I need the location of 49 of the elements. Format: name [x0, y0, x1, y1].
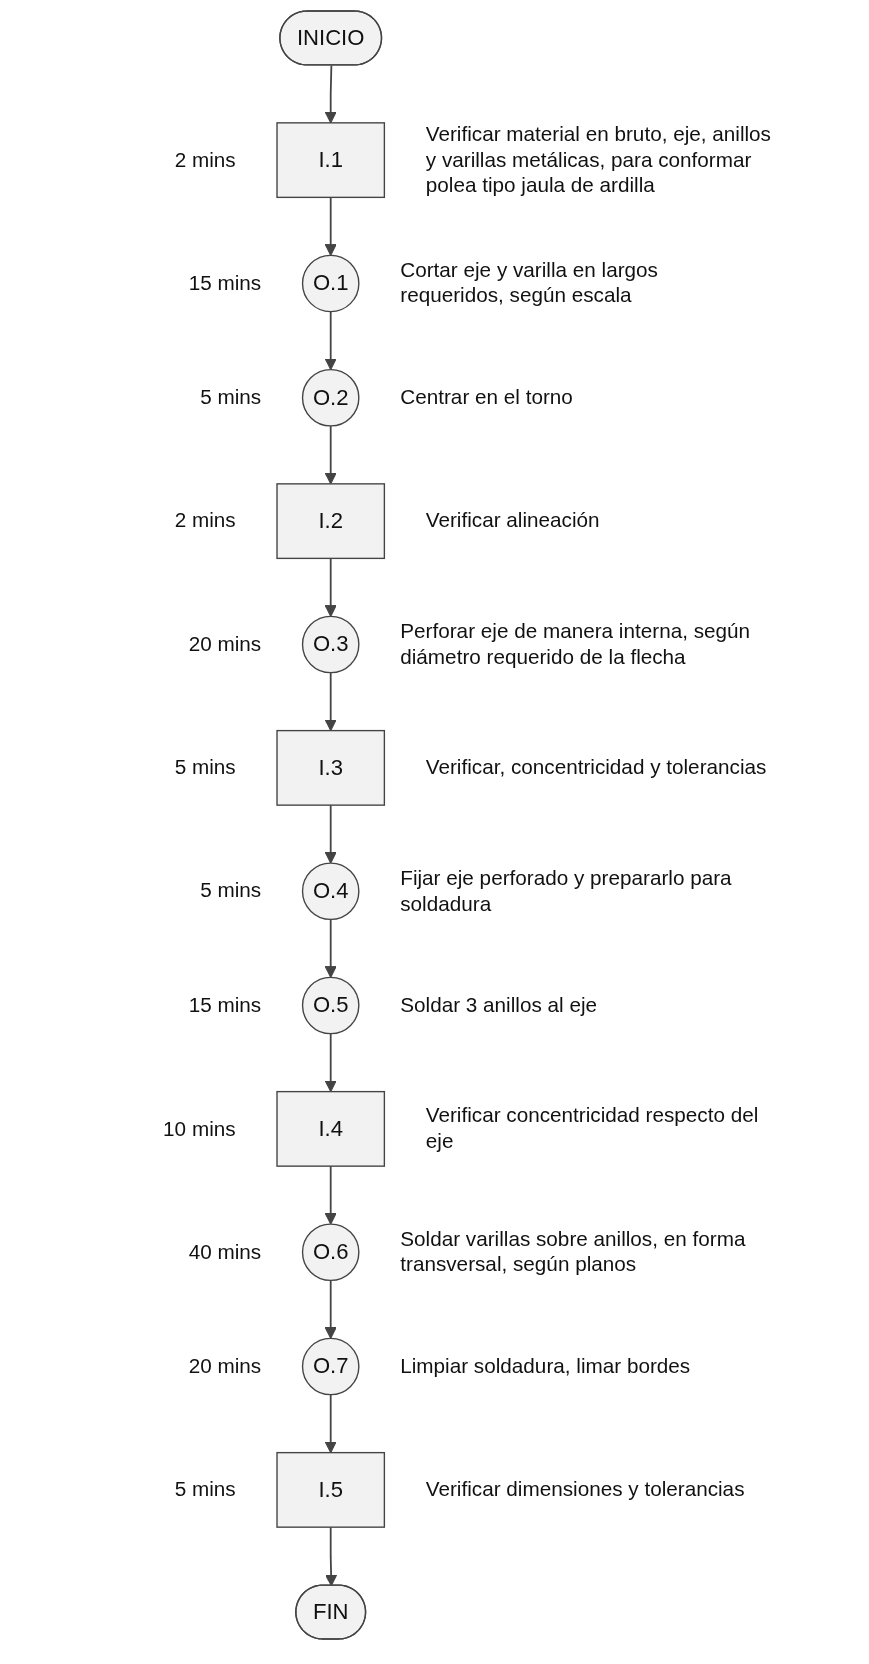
- duration-label: 10 mins: [163, 1115, 236, 1142]
- node-circle: O.5: [302, 976, 360, 1035]
- step-description: Verificar alineación: [426, 508, 600, 534]
- step-description: Limpiar soldadura, limar bordes: [400, 1353, 691, 1380]
- arrow: [324, 196, 338, 256]
- arrow: [324, 671, 338, 732]
- node-box: I.3: [276, 729, 386, 806]
- arrow: [324, 1032, 338, 1093]
- node-box: I.1: [276, 122, 386, 199]
- duration-label: 20 mins: [188, 631, 262, 657]
- duration-label: 5 mins: [174, 1476, 236, 1503]
- arrow: [324, 1279, 338, 1339]
- duration-label: 40 mins: [188, 1239, 262, 1265]
- step-description: Verificar material en bruto, eje, anillos y varillas metálicas, para conformar polea tipo jaula de ardilla: [426, 121, 773, 199]
- duration-label: 2 mins: [174, 147, 236, 173]
- duration-label: 15 mins: [188, 270, 262, 296]
- arrow: [324, 918, 338, 978]
- node-circle: O.7: [302, 1337, 360, 1396]
- step-description: Soldar varillas sobre anillos, en forma transversal, según planos: [400, 1226, 747, 1278]
- step-description: Fijar eje perforado y prepararlo para soldadura: [400, 865, 733, 917]
- node-circle: O.3: [302, 615, 360, 674]
- arrow: [324, 557, 338, 617]
- arrow: [325, 1526, 338, 1587]
- node-circle: O.6: [302, 1223, 360, 1282]
- step-description: Perforar eje de manera interna, según diámetro requerido de la flecha: [400, 618, 752, 670]
- step-description: Soldar 3 anillos al eje: [400, 992, 598, 1018]
- step-description: Centrar en el torno: [400, 384, 574, 411]
- step-description: Verificar dimensiones y tolerancias: [426, 1476, 745, 1503]
- node-circle: O.1: [302, 254, 360, 313]
- arrow: [324, 425, 338, 485]
- arrow: [324, 1393, 338, 1454]
- duration-label: 15 mins: [188, 992, 262, 1018]
- duration-label: 5 mins: [174, 754, 236, 781]
- arrow: [324, 1165, 338, 1225]
- node-circle: O.4: [302, 862, 360, 921]
- arrow: [324, 310, 338, 371]
- duration-label: 5 mins: [200, 384, 262, 411]
- duration-label: 5 mins: [200, 878, 262, 904]
- duration-label: 20 mins: [188, 1353, 262, 1380]
- node-box: I.2: [276, 483, 386, 560]
- step-description: Verificar, concentricidad y tolerancias: [426, 754, 767, 781]
- step-description: Cortar eje y varilla en largos requeridos, según escala: [400, 257, 660, 309]
- step-description: Verificar concentricidad respecto del eje: [426, 1103, 760, 1155]
- arrow: [324, 64, 338, 124]
- node-box: I.5: [276, 1451, 386, 1528]
- duration-label: 2 mins: [174, 508, 236, 534]
- node-box: I.4: [276, 1090, 386, 1167]
- node-circle: O.2: [302, 368, 360, 427]
- arrow: [324, 804, 338, 864]
